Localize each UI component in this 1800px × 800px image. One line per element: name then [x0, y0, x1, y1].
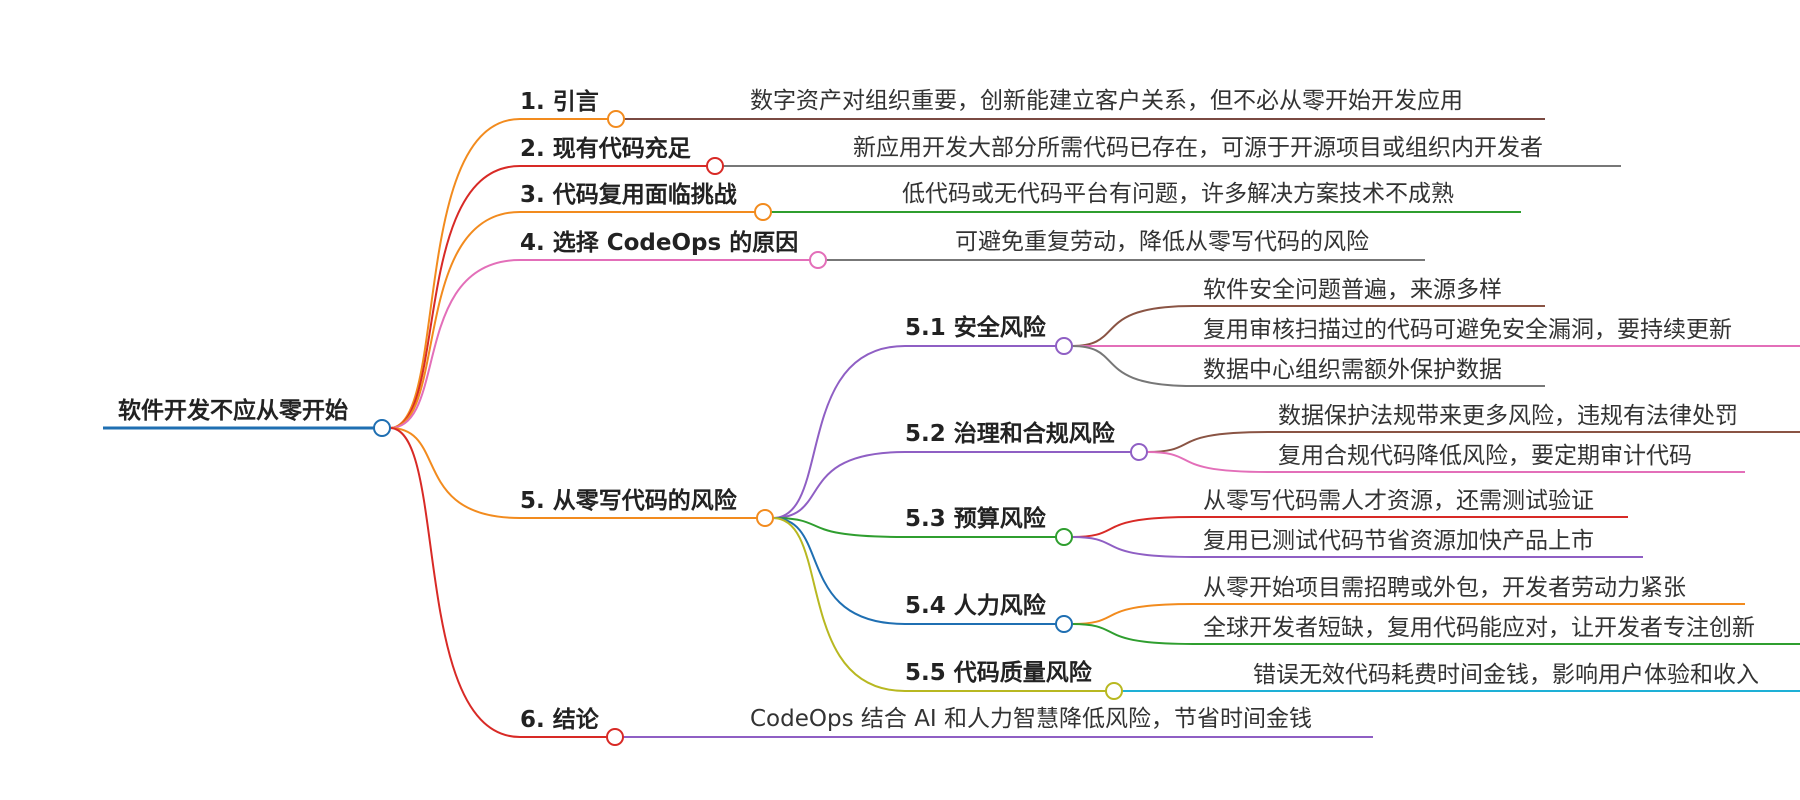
subtopic-label: 5.5 代码质量风险	[905, 659, 1093, 686]
detail-connector	[1071, 516, 1194, 538]
topic-label: 4. 选择 CodeOps 的原因	[520, 229, 798, 256]
root-label: 软件开发不应从零开始	[118, 397, 348, 424]
detail-text: 复用审核扫描过的代码可避免安全漏洞，要持续更新	[1203, 317, 1732, 343]
detail-text: 软件安全问题普遍，来源多样	[1203, 277, 1502, 303]
topic-connector	[389, 259, 521, 429]
detail-connector	[1071, 603, 1194, 625]
detail-text: 错误无效代码耗费时间金钱，影响用户体验和收入	[1253, 662, 1759, 688]
topic-node-circle[interactable]	[607, 110, 625, 128]
connector-layer	[103, 118, 1800, 738]
detail-text: 复用已测试代码节省资源加快产品上市	[1203, 528, 1594, 554]
topic-label: 5. 从零写代码的风险	[520, 487, 738, 514]
node-layer: 软件开发不应从零开始 1. 引言 数字资产对组织重要，创新能建立客户关系，但不必从零…	[118, 88, 1759, 746]
topic-label: 3. 代码复用面临挑战	[520, 181, 737, 208]
detail-text: 复用合规代码降低风险，要定期审计代码	[1278, 443, 1692, 469]
topic-label: 1. 引言	[520, 88, 599, 115]
detail-text: 数字资产对组织重要，创新能建立客户关系，但不必从零开始开发应用	[750, 88, 1463, 114]
subtopic-connector	[772, 517, 906, 538]
subtopic-label: 5.1 安全风险	[905, 314, 1047, 341]
detail-connector	[1071, 623, 1194, 645]
detail-text: 从零开始项目需招聘或外包，开发者劳动力紧张	[1203, 575, 1686, 601]
topic-label: 6. 结论	[520, 706, 600, 733]
detail-connector	[1071, 305, 1194, 347]
detail-text: 可避免重复劳动，降低从零写代码的风险	[955, 229, 1369, 255]
root-node-circle[interactable]	[373, 419, 391, 437]
subtopic-node-circle[interactable]	[1055, 615, 1073, 633]
topic-node-circle[interactable]	[809, 251, 827, 269]
detail-text: 新应用开发大部分所需代码已存在，可源于开源项目或组织内开发者	[853, 135, 1543, 161]
detail-connector	[1146, 451, 1269, 473]
detail-text: 数据中心组织需额外保护数据	[1203, 357, 1502, 383]
topic-connector	[389, 427, 521, 738]
subtopic-node-circle[interactable]	[1130, 443, 1148, 461]
subtopic-connector	[772, 451, 906, 519]
subtopic-connector	[772, 517, 906, 692]
topic-connector	[389, 165, 521, 429]
topic-node-circle[interactable]	[756, 509, 774, 527]
topic-label: 2. 现有代码充足	[520, 135, 691, 162]
subtopic-connector	[772, 345, 906, 519]
detail-connector	[1146, 431, 1269, 453]
subtopic-label: 5.2 治理和合规风险	[905, 420, 1116, 447]
topic-node-circle[interactable]	[606, 728, 624, 746]
subtopic-node-circle[interactable]	[1055, 337, 1073, 355]
detail-connector	[1071, 536, 1194, 558]
detail-connector	[1071, 345, 1194, 387]
detail-text: 数据保护法规带来更多风险，违规有法律处罚	[1278, 403, 1738, 429]
topic-node-circle[interactable]	[706, 157, 724, 175]
topic-connector	[389, 427, 521, 519]
detail-text: 全球开发者短缺，复用代码能应对，让开发者专注创新	[1203, 615, 1755, 641]
detail-text: 低代码或无代码平台有问题，许多解决方案技术不成熟	[902, 181, 1454, 207]
topic-connector	[389, 118, 521, 429]
topic-connector	[389, 211, 521, 429]
subtopic-node-circle[interactable]	[1055, 528, 1073, 546]
subtopic-connector	[772, 517, 906, 625]
subtopic-node-circle[interactable]	[1105, 682, 1123, 700]
topic-node-circle[interactable]	[754, 203, 772, 221]
subtopic-label: 5.4 人力风险	[905, 592, 1047, 619]
detail-text: 从零写代码需人才资源，还需测试验证	[1203, 488, 1594, 514]
detail-text: CodeOps 结合 AI 和人力智慧降低风险，节省时间金钱	[750, 706, 1312, 732]
subtopic-label: 5.3 预算风险	[905, 505, 1047, 532]
